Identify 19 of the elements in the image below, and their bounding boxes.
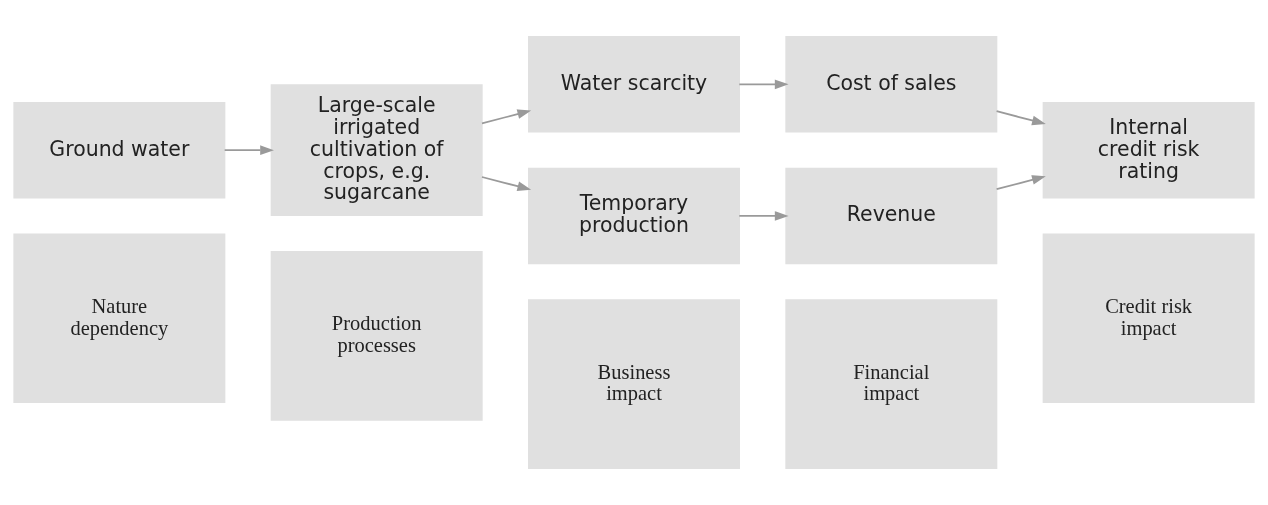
arrow: [738, 211, 789, 221]
node-box: Large-scale irrigated cultivation of crops, e.g. sugarcane: [270, 84, 483, 216]
arrow: [995, 110, 1046, 126]
arrow: [481, 109, 532, 125]
arrow: [738, 79, 789, 90]
arrow: [223, 145, 274, 155]
node-box: Water scarcity: [528, 36, 740, 133]
node-box: Nature dependency: [13, 233, 226, 404]
node-box: Temporary production: [528, 167, 740, 265]
node-box: Production processes: [270, 251, 483, 421]
node-box: Credit risk impact: [1042, 233, 1255, 404]
arrow: [481, 176, 532, 191]
node-box: Cost of sales: [785, 36, 998, 133]
node-box: Ground water: [13, 101, 226, 199]
node-box: Business impact: [528, 299, 740, 469]
node-box: Financial impact: [785, 299, 998, 469]
node-box: Internal credit risk rating: [1042, 101, 1255, 199]
node-box: Revenue: [785, 167, 998, 265]
arrow: [995, 175, 1046, 190]
